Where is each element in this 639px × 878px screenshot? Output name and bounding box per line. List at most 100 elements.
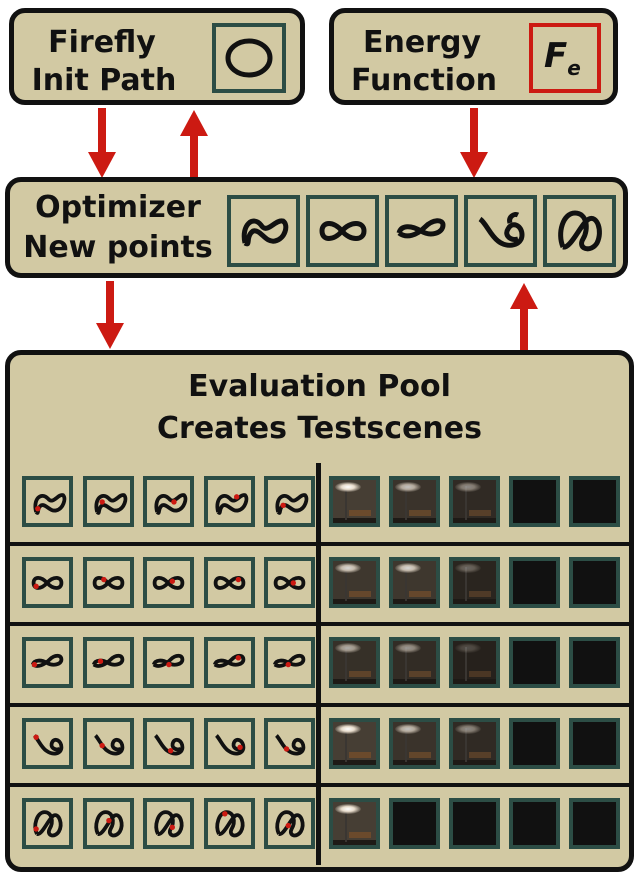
scene-light-glow [395,562,421,573]
sample-point [105,817,112,824]
optimizer-path-1 [227,195,300,267]
scene-floor [393,518,436,523]
candidate-path-cell [143,798,194,849]
energy-label-line1: Energy [362,25,482,60]
candidate-path [93,733,124,755]
init-path-thumbnail [212,23,286,93]
scene-light-glow [455,643,481,653]
test-scene-render [569,798,620,849]
test-scene-render [389,637,440,688]
candidate-path-cell [264,476,315,527]
sample-point [167,747,174,753]
arrow-optimizer-to-init [180,110,208,180]
scene-lamp [405,727,407,762]
test-scene-render [389,717,440,769]
scene-floor [453,518,496,523]
candidate-path [153,733,185,755]
test-scene-render [509,476,560,527]
candidate-path [275,810,305,838]
candidate-path-cell [143,637,194,688]
scene-lamp [405,566,407,601]
optimizer-path-3 [385,195,458,267]
scene-floor [453,759,496,765]
candidate-path [213,575,245,590]
sample-point [97,658,103,664]
sample-point [98,499,105,505]
optimizer-label-line1: Optimizer [35,190,201,225]
sample-point [33,583,39,589]
firefly-label-line1: Firefly [48,25,156,60]
candidate-path [33,810,63,838]
scene-light-glow [335,723,361,734]
optimizer-path-2 [306,195,379,267]
candidate-path [214,733,245,755]
candidate-path-cell [143,556,194,608]
test-scene-render [389,476,440,527]
test-scene-render [509,798,560,849]
sample-point [169,824,175,830]
candidate-path-cell [143,717,194,769]
energy-symbol-frame: Fe [529,23,601,93]
energy-function-box: Energy Function Fe [329,8,618,105]
scene-floor [333,840,376,845]
scene-table [469,590,491,597]
candidate-path-cell [203,556,255,608]
row-separator [10,622,629,626]
candidate-path [30,653,64,668]
energy-symbol: Fe [544,36,581,80]
scene-lamp [345,647,347,681]
grid-divider [316,463,321,865]
scene-floor [393,759,436,765]
scene-table [349,590,371,597]
candidate-path [151,653,185,668]
candidate-path [92,575,124,590]
scene-floor [453,598,496,604]
test-scene-render [449,476,500,527]
candidate-path-cell [203,717,255,769]
scene-table [469,671,491,677]
sample-point [283,745,290,752]
candidate-path-cell [264,798,315,849]
scene-table [469,510,491,516]
firefly-label-line2: Init Path [31,63,177,98]
candidate-path [272,653,306,668]
scene-floor [333,598,376,604]
scene-light-glow [455,482,481,492]
scene-light-glow [335,562,361,573]
candidate-path-cell [264,717,315,769]
scene-lamp [345,727,347,762]
candidate-path [154,810,184,838]
test-scene-render [449,798,500,849]
candidate-path-cell [82,476,134,527]
scene-floor [333,759,376,765]
test-scene-render [569,556,620,608]
test-scene-render [449,556,500,608]
scene-lamp [345,566,347,601]
optimizer-label-line2: New points [23,230,213,265]
scene-floor [453,679,496,684]
sample-point [280,502,286,508]
scene-floor [333,518,376,523]
candidate-path [275,493,309,515]
energy-label-line2: Function [350,63,498,98]
sample-point [33,826,39,832]
row-separator [10,541,629,546]
sample-point [98,742,105,748]
sample-point [31,661,38,668]
test-scene-render [569,717,620,769]
optimizer-path-4 [464,195,537,267]
scene-table [409,671,431,677]
candidate-path [33,493,67,515]
candidate-path [91,653,124,668]
sample-point [33,733,39,740]
row-separator [10,783,629,787]
candidate-path-cell [22,717,73,769]
candidate-path [93,493,127,515]
candidate-path [214,810,244,838]
candidate-path-cell [22,556,73,608]
optimizer-path-5 [543,195,616,267]
test-scene-render [569,476,620,527]
test-scene-render [509,717,560,769]
candidate-path-cell [82,717,134,769]
